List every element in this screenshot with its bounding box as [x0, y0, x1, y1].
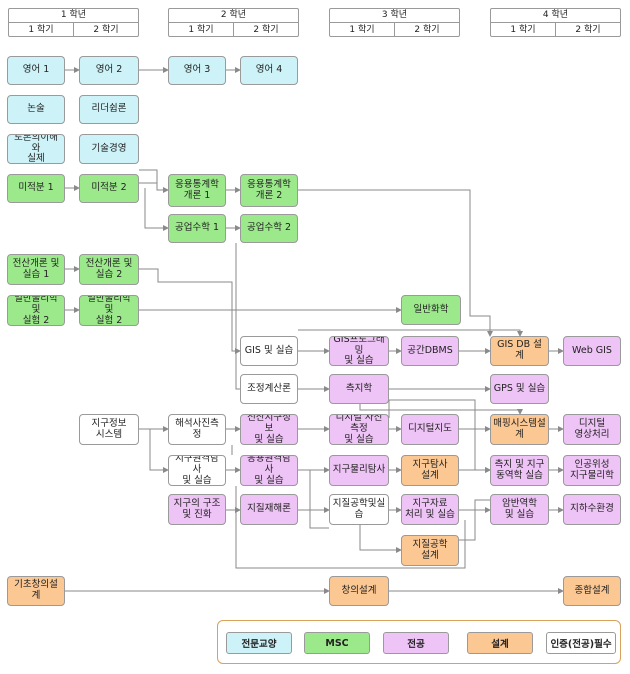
course-box: 기술경영: [79, 134, 139, 164]
course-box: 영어 4: [240, 56, 298, 85]
course-box: 영어 3: [168, 56, 226, 85]
prerequisite-line: [359, 525, 402, 553]
semester-label: 2 학기: [414, 25, 440, 35]
course-box: 매핑시스템설계: [490, 414, 549, 445]
course-box: 미적분 2: [79, 174, 139, 203]
course-box: 일반물리학 및 실험 2: [79, 295, 139, 326]
course-box: Web GIS: [563, 336, 621, 366]
prerequisite-line: [144, 188, 169, 231]
course-box: 일반화학: [401, 295, 461, 325]
course-box: 지질재해론: [240, 494, 298, 525]
semester-label: 2 학기: [93, 25, 119, 35]
course-box: GIS프로그래밍 및 실습: [329, 336, 389, 366]
course-box: 기초창의설계: [7, 576, 65, 606]
course-box: 지구정보 시스템: [79, 414, 139, 445]
course-box: 지질공학및실습: [329, 494, 389, 525]
course-box: 측지 및 지구 동역학 실습: [490, 455, 549, 486]
course-box: 종합설계: [563, 576, 621, 606]
course-box: 지구의 구조 및 진화: [168, 494, 226, 525]
year-label: 1 학년: [9, 9, 138, 23]
course-box: 공업수학 1: [168, 214, 226, 243]
course-box: 일반물리학 및 실험 2: [7, 295, 65, 326]
course-box: 디지털 사진측정 및 실습: [329, 414, 389, 445]
prerequisite-line: [139, 268, 241, 354]
year-header-1: 1 학년 1 학기 2 학기: [8, 8, 139, 37]
legend-item-general: 전문교양: [226, 632, 292, 654]
semester-label: 2 학기: [253, 25, 279, 35]
course-box: 지구원격탐사 및 실습: [168, 455, 226, 486]
course-box: 디지털지도: [401, 414, 459, 445]
year-header-2: 2 학년 1 학기 2 학기: [168, 8, 299, 37]
semester-label: 2 학기: [575, 25, 601, 35]
course-box: 창의설계: [329, 576, 389, 606]
course-box: 응용통계학 개론 2: [240, 174, 298, 207]
course-box: 지질공학 설계: [401, 535, 459, 566]
course-box: 지구자료 처리 및 실습: [401, 494, 459, 525]
course-box: 조정계산론: [240, 374, 298, 404]
prerequisite-line: [309, 470, 329, 529]
prerequisite-line: [139, 182, 169, 193]
semester-label: 1 학기: [330, 23, 395, 37]
prerequisite-line: [298, 329, 523, 337]
prerequisite-line: [149, 429, 169, 473]
semester-label: 1 학기: [9, 23, 74, 37]
course-box: 응용원격탐사 및 실습: [240, 455, 298, 486]
course-box: 공업수학 2: [240, 214, 298, 243]
course-box: GIS 및 실습: [240, 336, 298, 366]
semester-label: 1 학기: [491, 23, 556, 37]
course-box: GIS DB 설계: [490, 336, 549, 366]
course-box: 영어 2: [79, 56, 139, 85]
course-box: 미적분 1: [7, 174, 65, 203]
course-box: 디지털 영상처리: [563, 414, 621, 445]
course-box: 해석사진측정: [168, 414, 226, 445]
prerequisite-line: [298, 189, 493, 337]
course-box: 지하수환경: [563, 494, 621, 525]
legend-item-msc: MSC: [304, 632, 370, 654]
prerequisite-line: [235, 486, 466, 569]
course-box: 전산지구정보 및 실습: [240, 414, 298, 445]
legend-item-major: 전공: [383, 632, 449, 654]
semester-label: 1 학기: [169, 23, 234, 37]
course-box: 인공위성 지구물리학: [563, 455, 621, 486]
year-label: 3 학년: [330, 9, 459, 23]
prerequisite-line: [459, 499, 490, 541]
year-label: 2 학년: [169, 9, 298, 23]
legend: 전문교양 MSC 전공 설계 인증(전공)필수: [217, 620, 621, 664]
course-box: 전산개론 및 실습 1: [7, 254, 65, 285]
year-header-3: 3 학년 1 학기 2 학기: [329, 8, 460, 37]
legend-item-required: 인증(전공)필수: [546, 632, 616, 654]
prerequisite-line: [139, 169, 158, 183]
year-header-4: 4 학년 1 학기 2 학기: [490, 8, 621, 37]
course-box: 공간DBMS: [401, 336, 459, 366]
course-box: 지구물리탐사: [329, 455, 389, 486]
course-box: 지구탐사 설계: [401, 455, 459, 486]
course-box: GPS 및 실습: [490, 374, 549, 404]
course-box: 영어 1: [7, 56, 65, 85]
course-box: 응용통계학 개론 1: [168, 174, 226, 207]
course-box: 리더쉽론: [79, 95, 139, 124]
course-box: 전산개론 및 실습 2: [79, 254, 139, 285]
legend-item-design: 설계: [467, 632, 533, 654]
year-label: 4 학년: [491, 9, 620, 23]
course-box: 토론의이해와 실제: [7, 134, 65, 164]
course-box: 논술: [7, 95, 65, 124]
course-box: 측지학: [329, 374, 389, 404]
prerequisite-line: [235, 243, 240, 390]
course-box: 암반역학 및 실습: [490, 494, 549, 525]
prerequisite-line: [359, 404, 523, 415]
